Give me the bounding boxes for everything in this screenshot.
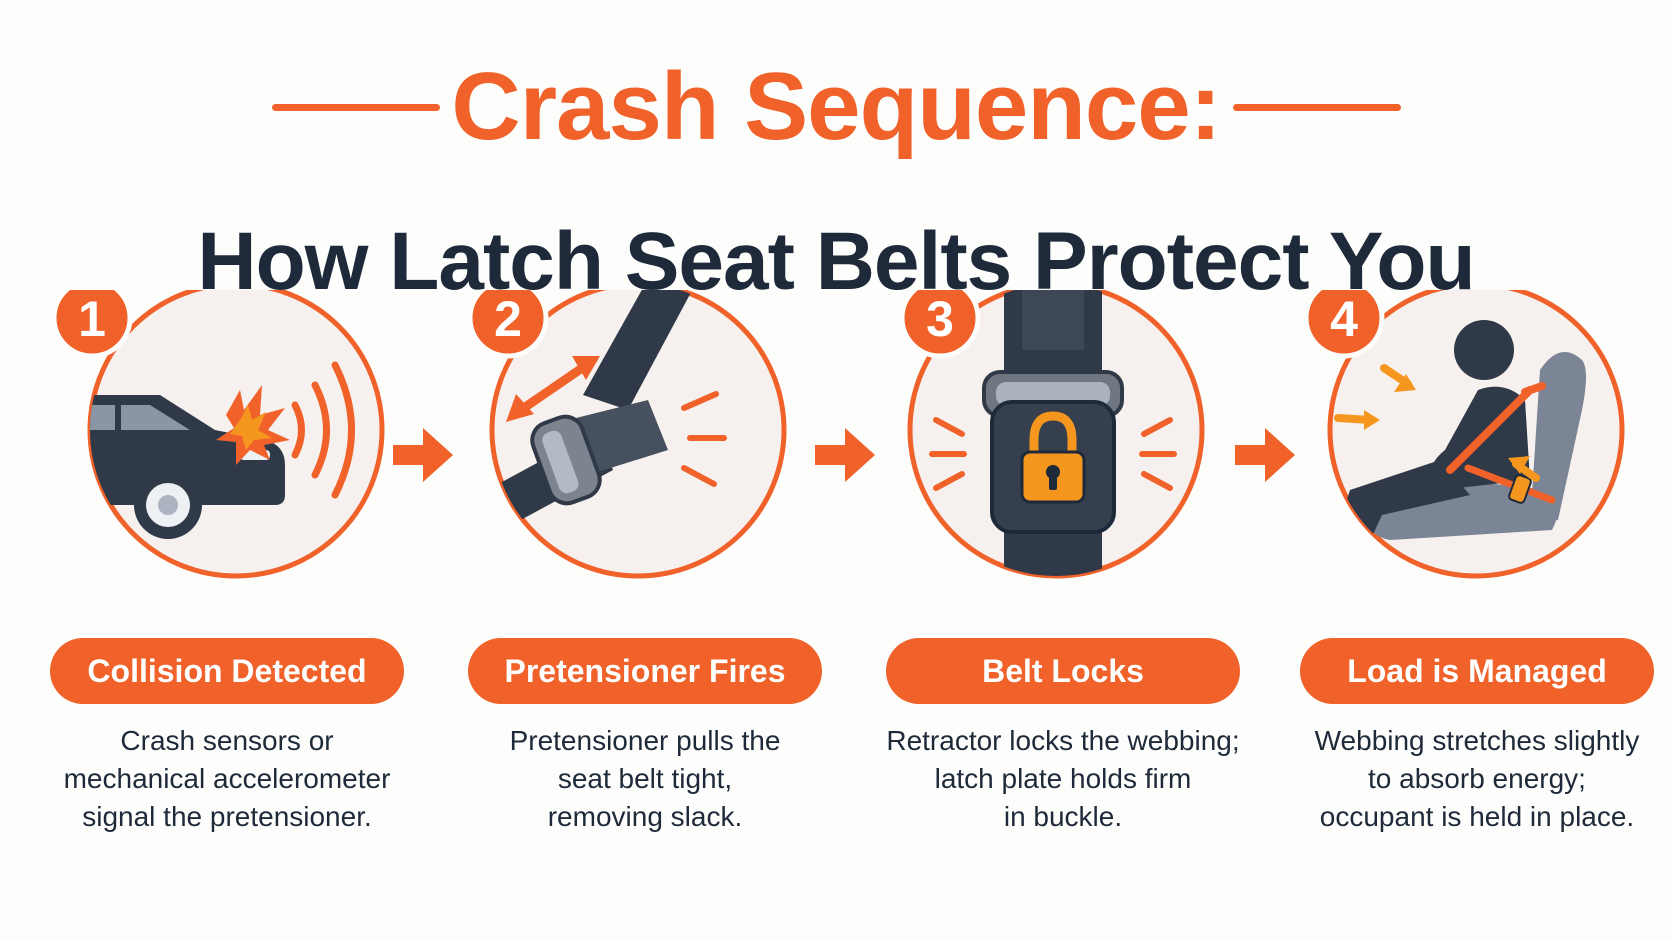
description-line: seat belt tight,	[557, 763, 733, 794]
description-line: removing slack.	[547, 801, 743, 832]
step-title: Load is Managed	[1300, 638, 1654, 704]
step-1: 1 Collision Detected Crash sensors or me…	[40, 290, 420, 890]
step-number: 3	[926, 291, 954, 347]
right-arrow-icon	[1235, 428, 1295, 482]
description-line: to absorb energy;	[1368, 763, 1586, 794]
title-line-1: Crash Sequence:	[451, 53, 1221, 160]
description-line: mechanical accelerometer	[63, 763, 391, 794]
step-description: Webbing stretches slightly to absorb ene…	[1290, 722, 1664, 836]
seated-occupant-icon: 4	[1303, 290, 1625, 579]
step-title: Belt Locks	[886, 638, 1240, 704]
step-description: Pretensioner pulls the seat belt tight, …	[458, 722, 832, 836]
description-line: Pretensioner pulls the	[509, 725, 781, 756]
description-line: occupant is held in place.	[1319, 801, 1635, 832]
description-line: in buckle.	[1003, 801, 1123, 832]
step-number: 4	[1330, 291, 1358, 347]
step-title: Pretensioner Fires	[468, 638, 822, 704]
description-line: Crash sensors or	[120, 725, 334, 756]
description-line: signal the pretensioner.	[82, 801, 372, 832]
title-line-2: How Latch Seat Belts Protect You	[197, 216, 1475, 307]
description-line: latch plate holds firm	[934, 763, 1192, 794]
step-description: Crash sensors or mechanical acceleromete…	[40, 722, 414, 836]
step-title: Collision Detected	[50, 638, 404, 704]
step-2: 2 Pretensioner Fires Pretensioner pulls …	[458, 290, 838, 890]
step-4: 4 Load is Managed Webbing stretches slig…	[1290, 290, 1670, 890]
title-rule-left	[272, 104, 440, 111]
right-arrow-icon	[815, 428, 875, 482]
belt-tightening-icon: 2	[467, 290, 787, 579]
padlock-buckle-icon: 3	[899, 290, 1205, 579]
right-arrow-icon	[393, 428, 453, 482]
step-description: Retractor locks the webbing; latch plate…	[876, 722, 1250, 836]
title-block: Crash Sequence: How Latch Seat Belts Pro…	[0, 52, 1672, 307]
car-collision-icon: 1	[51, 290, 385, 579]
step-number: 1	[78, 291, 106, 347]
description-line: Retractor locks the webbing;	[886, 725, 1240, 756]
step-number: 2	[494, 291, 522, 347]
description-line: Webbing stretches slightly	[1314, 725, 1640, 756]
title-rule-right	[1233, 104, 1401, 111]
step-3: 3 Belt Locks Retractor locks the webbing…	[876, 290, 1256, 890]
